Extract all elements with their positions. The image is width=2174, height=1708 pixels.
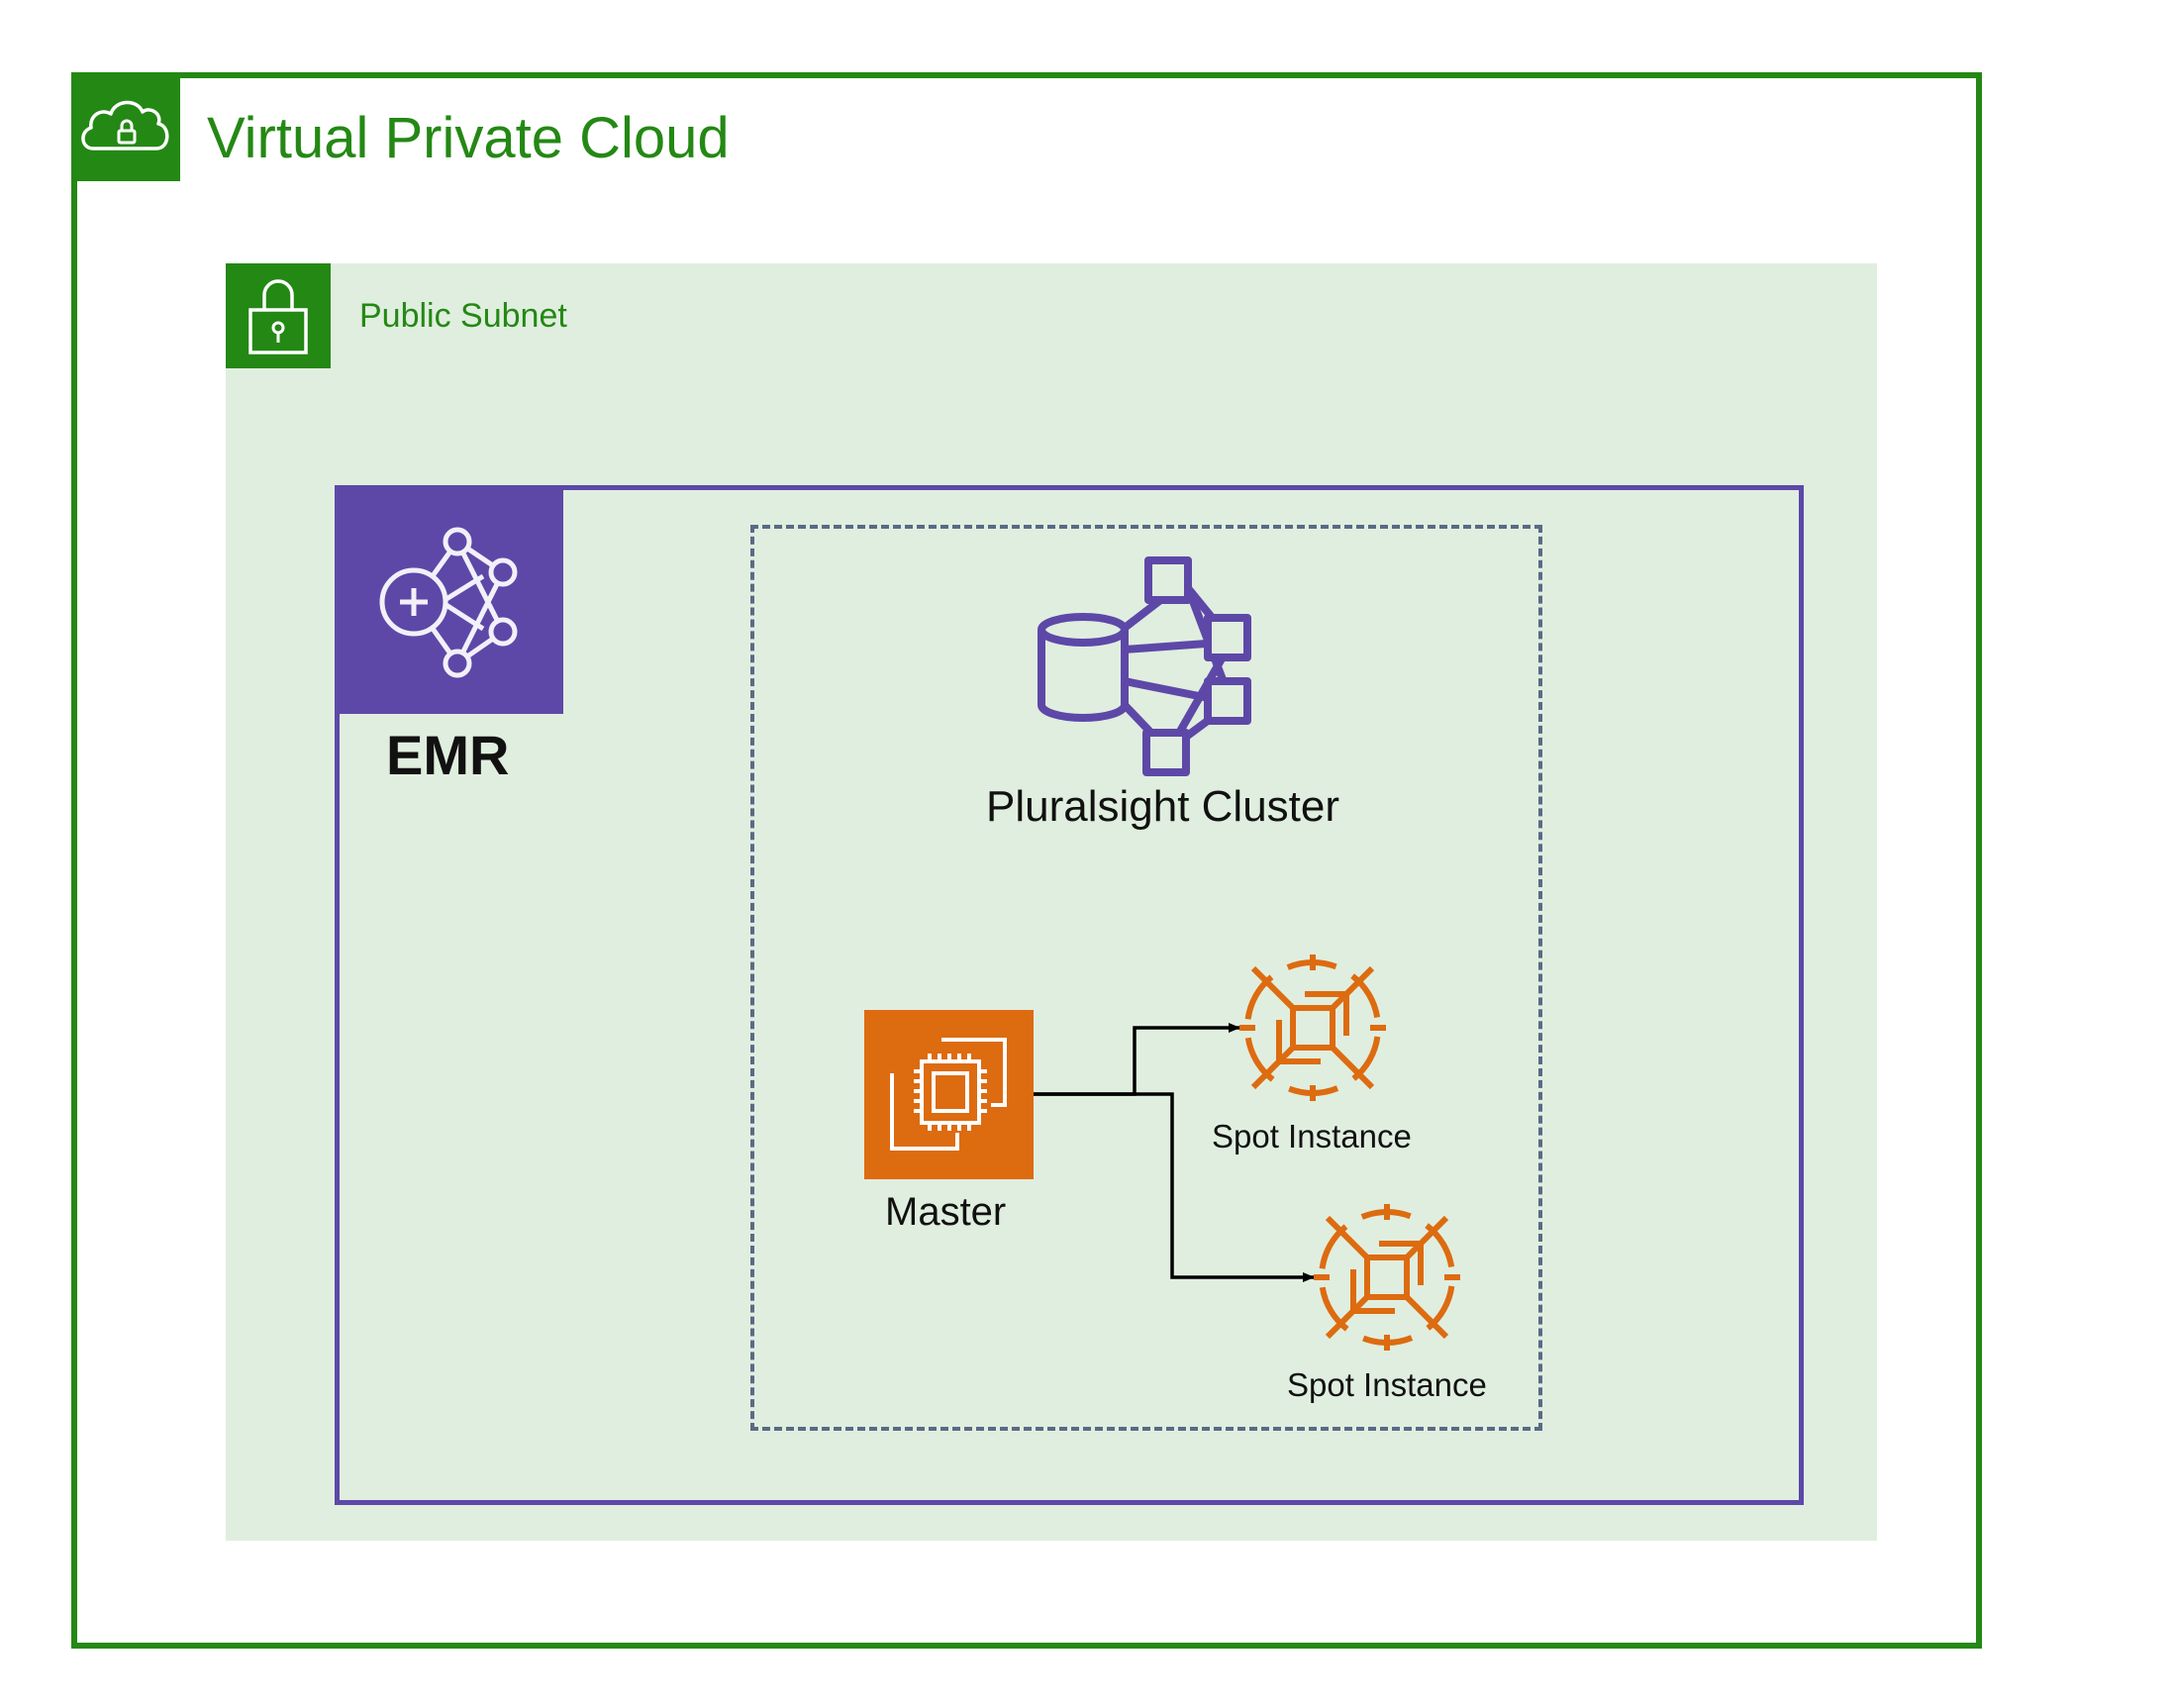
subnet-title: Public Subnet xyxy=(359,297,567,335)
spot-instance-icon xyxy=(1314,1204,1460,1351)
connector-master-spot-2 xyxy=(1034,1092,1315,1282)
emr-icon xyxy=(379,527,518,678)
cluster-group-box xyxy=(750,525,1542,1431)
vpc-title: Virtual Private Cloud xyxy=(207,106,730,170)
padlock-icon xyxy=(248,279,308,354)
master-node xyxy=(864,1010,1034,1179)
vpc-badge xyxy=(71,72,180,181)
vpc-container xyxy=(71,72,1982,1649)
emr-container xyxy=(335,485,1804,1505)
cluster-icon xyxy=(1038,556,1251,776)
spot-instance-icon xyxy=(1239,954,1386,1101)
ec2-instances-icon xyxy=(890,1038,1007,1151)
subnet-badge xyxy=(226,263,331,368)
cluster-title: Pluralsight Cluster xyxy=(986,782,1340,831)
public-subnet-container xyxy=(226,263,1877,1541)
master-label: Master xyxy=(885,1190,1007,1234)
spot-instance-2-label: Spot Instance xyxy=(1287,1366,1487,1403)
emr-badge xyxy=(335,485,563,714)
connector-master-spot-1 xyxy=(1034,1023,1240,1096)
emr-title: EMR xyxy=(386,724,510,786)
cloud-lock-icon xyxy=(81,100,169,151)
spot-instance-1-label: Spot Instance xyxy=(1212,1118,1412,1155)
